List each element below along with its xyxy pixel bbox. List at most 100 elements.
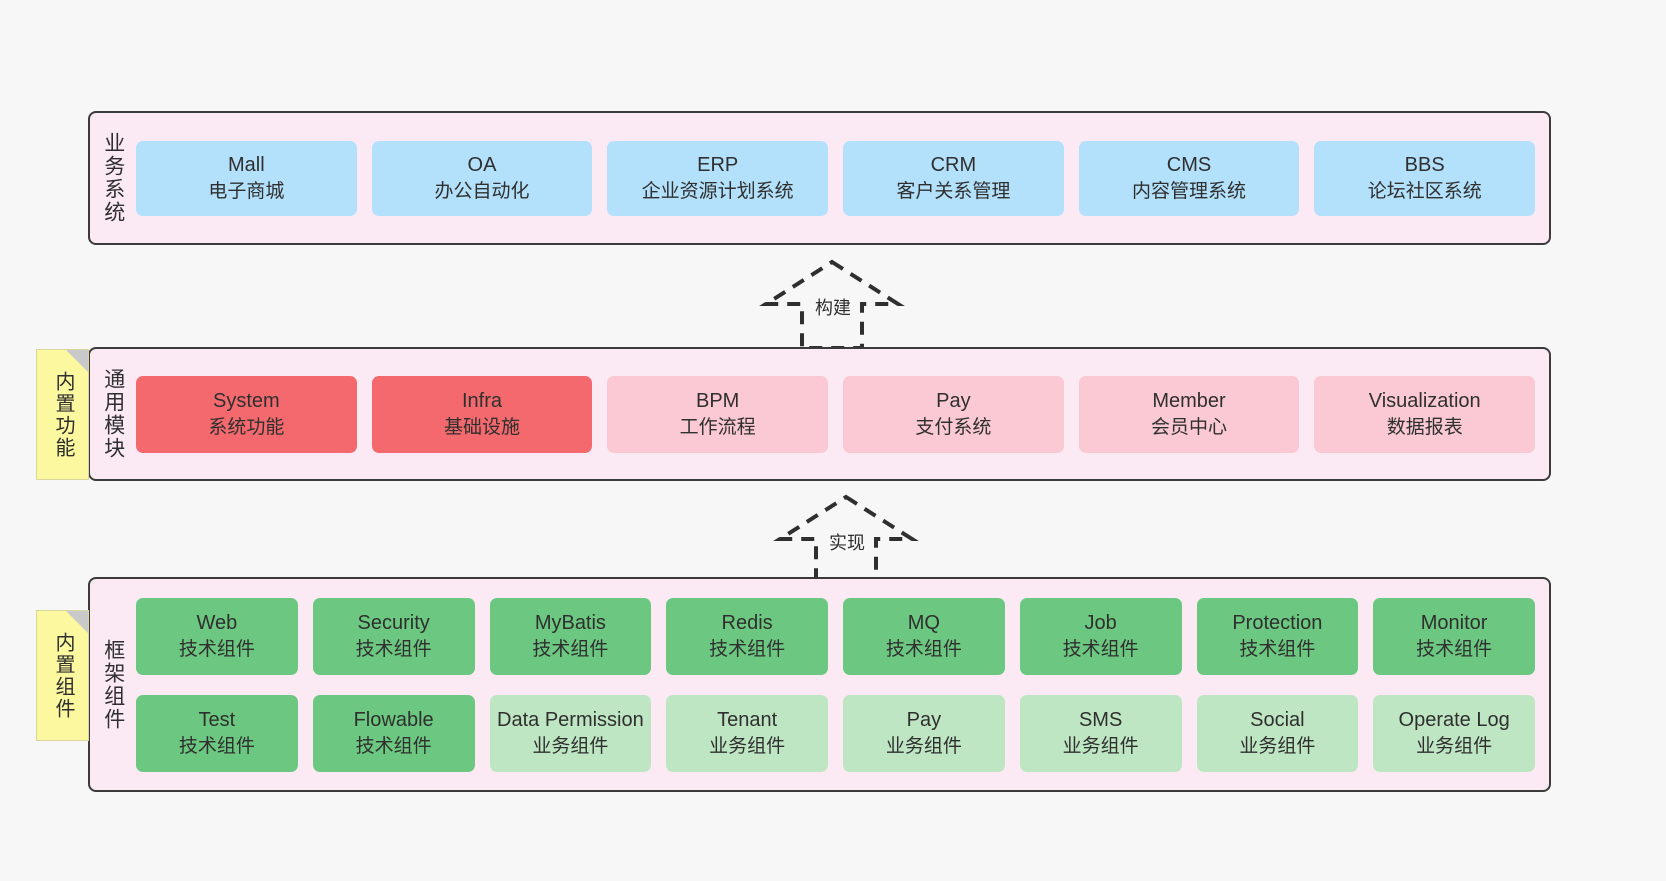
card-title: Job	[1084, 612, 1117, 635]
card-title: Flowable	[353, 709, 434, 732]
card-title: Member	[1152, 390, 1226, 413]
card-pay-component[interactable]: Pay 业务组件	[843, 694, 1005, 772]
card-subtitle: 业务组件	[709, 735, 786, 757]
card-pay[interactable]: Pay 支付系统	[843, 375, 1064, 453]
card-protection[interactable]: Protection 技术组件	[1196, 597, 1359, 675]
card-title: MQ	[907, 612, 940, 635]
note-builtin-component: 内置组件	[36, 610, 89, 741]
card-monitor[interactable]: Monitor 技术组件	[1373, 597, 1535, 675]
card-cms[interactable]: CMS 内容管理系统	[1078, 140, 1300, 216]
card-title: Protection	[1232, 612, 1323, 635]
card-title: BBS	[1404, 154, 1445, 177]
card-subtitle: 技术组件	[532, 638, 609, 660]
card-sms[interactable]: SMS 业务组件	[1019, 694, 1182, 772]
card-title: Mall	[228, 154, 265, 177]
card-title: BPM	[696, 390, 740, 413]
card-title: Visualization	[1368, 390, 1481, 413]
card-subtitle: 数据报表	[1386, 416, 1463, 438]
card-tenant[interactable]: Tenant 业务组件	[666, 694, 828, 772]
card-system[interactable]: System 系统功能	[136, 375, 357, 453]
arrow-implement-label: 实现	[826, 529, 868, 555]
card-title: Social	[1250, 709, 1305, 732]
card-subtitle: 技术组件	[1416, 638, 1493, 660]
card-title: Redis	[721, 612, 773, 635]
card-title: Tenant	[717, 709, 778, 732]
card-row: Test 技术组件 Flowable 技术组件 Data Permission …	[136, 694, 1535, 772]
layer-body-business-systems: Mall 电子商城 OA 办公自动化 ERP 企业资源计划系统 CRM 客户关系…	[136, 113, 1549, 243]
arrow-build-label: 构建	[812, 294, 854, 320]
card-title: CRM	[930, 154, 977, 177]
card-subtitle: 支付系统	[915, 416, 992, 438]
card-social[interactable]: Social 业务组件	[1196, 694, 1359, 772]
card-title: Pay	[936, 390, 971, 413]
card-title: Pay	[906, 709, 942, 732]
card-subtitle: 基础设施	[444, 416, 521, 438]
card-subtitle: 会员中心	[1151, 416, 1228, 438]
card-bpm[interactable]: BPM 工作流程	[607, 375, 829, 453]
layer-business-systems: 业务系统 Mall 电子商城 OA 办公自动化 ERP 企业资源计划系统 CRM…	[88, 111, 1551, 245]
card-title: Operate Log	[1398, 709, 1510, 732]
card-redis[interactable]: Redis 技术组件	[666, 597, 828, 675]
card-data-permission[interactable]: Data Permission 业务组件	[489, 694, 652, 772]
card-subtitle: 业务组件	[532, 735, 609, 757]
arrow-build: 构建	[752, 258, 912, 350]
card-visualization[interactable]: Visualization 数据报表	[1314, 375, 1536, 453]
card-subtitle: 客户关系管理	[896, 180, 1011, 202]
card-title: SMS	[1078, 709, 1123, 732]
card-test[interactable]: Test 技术组件	[136, 694, 298, 772]
card-subtitle: 技术组件	[709, 638, 786, 660]
arrow-implement: 实现	[766, 493, 926, 585]
layer-title-business-systems: 业务系统	[101, 132, 125, 224]
card-title: Security	[357, 612, 430, 635]
card-subtitle: 内容管理系统	[1132, 180, 1247, 202]
card-title: Infra	[461, 390, 503, 413]
card-web[interactable]: Web 技术组件	[136, 597, 298, 675]
card-subtitle: 工作流程	[679, 416, 756, 438]
card-subtitle: 技术组件	[1062, 638, 1139, 660]
card-subtitle: 技术组件	[885, 638, 962, 660]
card-title: Test	[198, 709, 236, 732]
card-subtitle: 论坛社区系统	[1367, 180, 1482, 202]
card-row: System 系统功能 Infra 基础设施 BPM 工作流程 Pay 支付系统…	[136, 375, 1536, 453]
card-erp[interactable]: ERP 企业资源计划系统	[607, 140, 829, 216]
card-infra[interactable]: Infra 基础设施	[371, 375, 593, 453]
card-subtitle: 电子商城	[208, 180, 285, 202]
card-security[interactable]: Security 技术组件	[312, 597, 475, 675]
note-builtin-function: 内置功能	[36, 349, 89, 480]
layer-title-framework-components: 框架组件	[101, 638, 125, 731]
card-subtitle: 业务组件	[1062, 735, 1139, 757]
card-subtitle: 技术组件	[1239, 638, 1316, 660]
card-title: ERP	[697, 154, 739, 177]
card-subtitle: 业务组件	[885, 735, 962, 757]
card-mall[interactable]: Mall 电子商城	[136, 140, 357, 216]
card-subtitle: 办公自动化	[434, 180, 530, 202]
layer-body-framework-components: Web 技术组件 Security 技术组件 MyBatis 技术组件 Redi…	[136, 579, 1549, 790]
card-flowable[interactable]: Flowable 技术组件	[312, 694, 475, 772]
card-title: MyBatis	[534, 612, 606, 635]
card-title: Web	[196, 612, 238, 635]
layer-title-common-modules: 通用模块	[101, 368, 125, 460]
card-subtitle: 业务组件	[1239, 735, 1316, 757]
card-member[interactable]: Member 会员中心	[1078, 375, 1300, 453]
card-operate-log[interactable]: Operate Log 业务组件	[1373, 694, 1535, 772]
layer-framework-components: 框架组件 Web 技术组件 Security 技术组件 MyBatis 技术组件…	[88, 577, 1551, 792]
card-title: System	[212, 390, 280, 413]
card-title: OA	[467, 154, 497, 177]
card-job[interactable]: Job 技术组件	[1019, 597, 1182, 675]
card-mq[interactable]: MQ 技术组件	[843, 597, 1005, 675]
layer-common-modules: 通用模块 System 系统功能 Infra 基础设施 BPM 工作流程 Pay…	[88, 347, 1551, 481]
card-title: Data Permission	[497, 709, 644, 732]
card-row: Mall 电子商城 OA 办公自动化 ERP 企业资源计划系统 CRM 客户关系…	[136, 140, 1536, 216]
card-subtitle: 技术组件	[355, 735, 432, 757]
card-title: CMS	[1166, 154, 1212, 177]
card-row: Web 技术组件 Security 技术组件 MyBatis 技术组件 Redi…	[136, 597, 1535, 675]
card-crm[interactable]: CRM 客户关系管理	[843, 140, 1064, 216]
card-mybatis[interactable]: MyBatis 技术组件	[489, 597, 652, 675]
card-oa[interactable]: OA 办公自动化	[371, 140, 593, 216]
card-title: Monitor	[1420, 612, 1488, 635]
card-subtitle: 企业资源计划系统	[641, 180, 794, 202]
card-bbs[interactable]: BBS 论坛社区系统	[1314, 140, 1536, 216]
card-subtitle: 业务组件	[1416, 735, 1493, 757]
card-subtitle: 系统功能	[208, 416, 285, 438]
